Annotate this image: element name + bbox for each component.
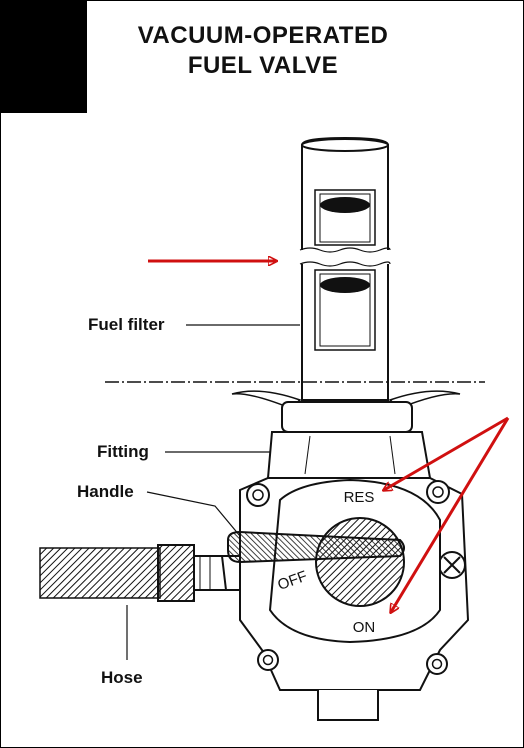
on-pointer-arrow <box>391 417 510 612</box>
handle-label: Handle <box>77 482 134 501</box>
position-res-label: RES <box>344 489 375 506</box>
handle-lever <box>227 530 405 564</box>
position-on-label: ON <box>353 619 376 636</box>
corner-black-block <box>0 0 87 113</box>
valve-body <box>239 477 470 721</box>
handle-leader <box>146 491 241 537</box>
fitting-label: Fitting <box>97 442 149 461</box>
fuel-filter-label: Fuel filter <box>88 315 165 334</box>
res-pointer-arrow <box>384 416 509 490</box>
title-line-2: FUEL VALVE <box>187 52 339 79</box>
title-line-1: VACUUM-OPERATED <box>137 22 389 49</box>
fitting <box>266 401 432 479</box>
leader-lines <box>126 324 300 660</box>
annotation-arrows <box>148 261 510 612</box>
fuel-filter-tube <box>298 136 392 401</box>
hose-label: Hose <box>101 668 143 687</box>
hose <box>39 544 240 602</box>
